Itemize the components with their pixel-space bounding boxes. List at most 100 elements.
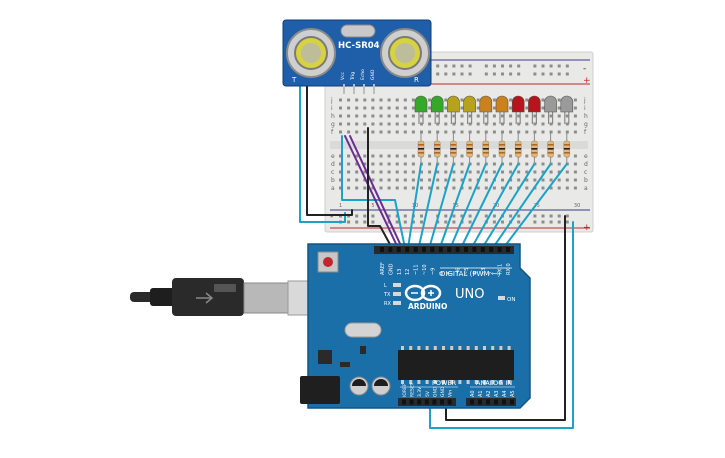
breadboard-hole	[565, 170, 569, 174]
power-pin-label: GND	[440, 386, 446, 397]
breadboard-hole	[476, 114, 480, 118]
breadboard-hole	[517, 170, 521, 174]
column-number: 20	[493, 203, 499, 209]
breadboard-hole	[428, 122, 432, 126]
breadboard-hole	[395, 154, 399, 158]
breadboard-hole	[565, 122, 569, 126]
rail-hole	[533, 214, 537, 218]
breadboard-hole	[428, 98, 432, 102]
breadboard-hole	[355, 186, 359, 190]
breadboard-hole	[492, 130, 496, 134]
rail-hole	[492, 214, 496, 218]
breadboard-hole	[517, 114, 521, 118]
breadboard-hole	[460, 98, 464, 102]
wires	[299, 79, 574, 429]
breadboard-hole	[460, 170, 464, 174]
breadboard-hole	[355, 170, 359, 174]
breadboard-hole	[363, 130, 367, 134]
rail-plus-bottom: +	[583, 223, 591, 233]
breadboard-hole	[444, 122, 448, 126]
row-letter: e	[331, 153, 335, 160]
rail-hole	[387, 214, 391, 218]
breadboard-hole	[492, 170, 496, 174]
rail-hole	[549, 64, 553, 68]
board-led	[393, 292, 401, 296]
breadboard-hole	[525, 162, 529, 166]
breadboard-hole	[339, 186, 342, 190]
breadboard-hole	[549, 170, 553, 174]
digital-pin-label: ~11	[414, 264, 420, 275]
digital-pin-label: 8	[439, 272, 445, 275]
breadboard-hole	[371, 98, 375, 102]
breadboard-hole	[355, 130, 359, 134]
digital-pin-label: 4	[472, 272, 478, 275]
rail-hole	[565, 64, 569, 68]
breadboard-hole	[403, 106, 407, 110]
breadboard-hole	[541, 130, 545, 134]
breadboard-hole	[452, 122, 456, 126]
board-led-label: RX	[384, 301, 391, 307]
digital-pin-label: ~6	[456, 268, 462, 275]
breadboard-hole	[363, 162, 367, 166]
breadboard-hole	[541, 98, 545, 102]
header-hole	[470, 399, 474, 405]
breadboard-hole	[339, 178, 342, 182]
wire-led-10	[502, 163, 568, 249]
breadboard-hole	[468, 170, 472, 174]
rail-hole	[444, 64, 448, 68]
wire-led-9	[491, 163, 552, 249]
breadboard-hole	[533, 122, 537, 126]
breadboard-hole	[428, 162, 432, 166]
breadboard-hole	[492, 114, 496, 118]
breadboard-hole	[525, 154, 529, 158]
breadboard-hole	[501, 170, 504, 174]
breadboard-hole	[355, 178, 359, 182]
rail-hole	[541, 220, 545, 224]
rail-hole	[565, 220, 569, 224]
on-label: ON	[507, 297, 515, 303]
breadboard-hole	[347, 114, 351, 118]
breadboard-hole	[428, 114, 432, 118]
breadboard-hole	[573, 114, 577, 118]
breadboard-hole	[492, 106, 496, 110]
breadboard-hole	[573, 122, 577, 126]
power-pin-label: Vin	[448, 390, 454, 397]
breadboard-hole	[484, 170, 488, 174]
row-letter: h	[331, 113, 335, 120]
breadboard-hole	[484, 186, 488, 190]
rail-hole	[557, 64, 561, 68]
breadboard-hole	[436, 186, 440, 190]
analog-pin-label: A0	[470, 390, 476, 397]
breadboard-hole	[411, 154, 415, 158]
breadboard-hole	[387, 170, 391, 174]
rail-minus-bottom: -	[330, 212, 333, 222]
rail-hole	[371, 220, 375, 224]
sensor-label: HC-SR04	[338, 41, 380, 51]
breadboard-hole	[420, 178, 423, 182]
breadboard-hole	[460, 106, 464, 110]
rail-hole	[517, 64, 521, 68]
row-letter: f	[331, 129, 334, 136]
rail-hole	[533, 220, 537, 224]
breadboard-hole	[428, 154, 432, 158]
breadboard-hole	[420, 122, 423, 126]
column-number: 5	[371, 203, 374, 209]
breadboard-hole	[395, 98, 399, 102]
rail-hole	[509, 64, 513, 68]
column-number: 30	[574, 203, 580, 209]
chip-pins	[401, 346, 511, 384]
breadboard-hole	[501, 122, 504, 126]
breadboard-hole	[468, 186, 472, 190]
rail-hole	[460, 72, 464, 76]
led-green	[414, 95, 428, 113]
header-hole	[506, 247, 510, 252]
breadboard-hole	[557, 170, 561, 174]
rail-hole	[484, 214, 488, 218]
row-letter: i	[331, 105, 333, 112]
row-letter: b	[331, 177, 335, 184]
digital-pin-label: 13	[397, 269, 403, 275]
rail-hole	[452, 64, 456, 68]
analog-pin-label: A2	[486, 390, 492, 397]
breadboard-hole	[363, 154, 367, 158]
